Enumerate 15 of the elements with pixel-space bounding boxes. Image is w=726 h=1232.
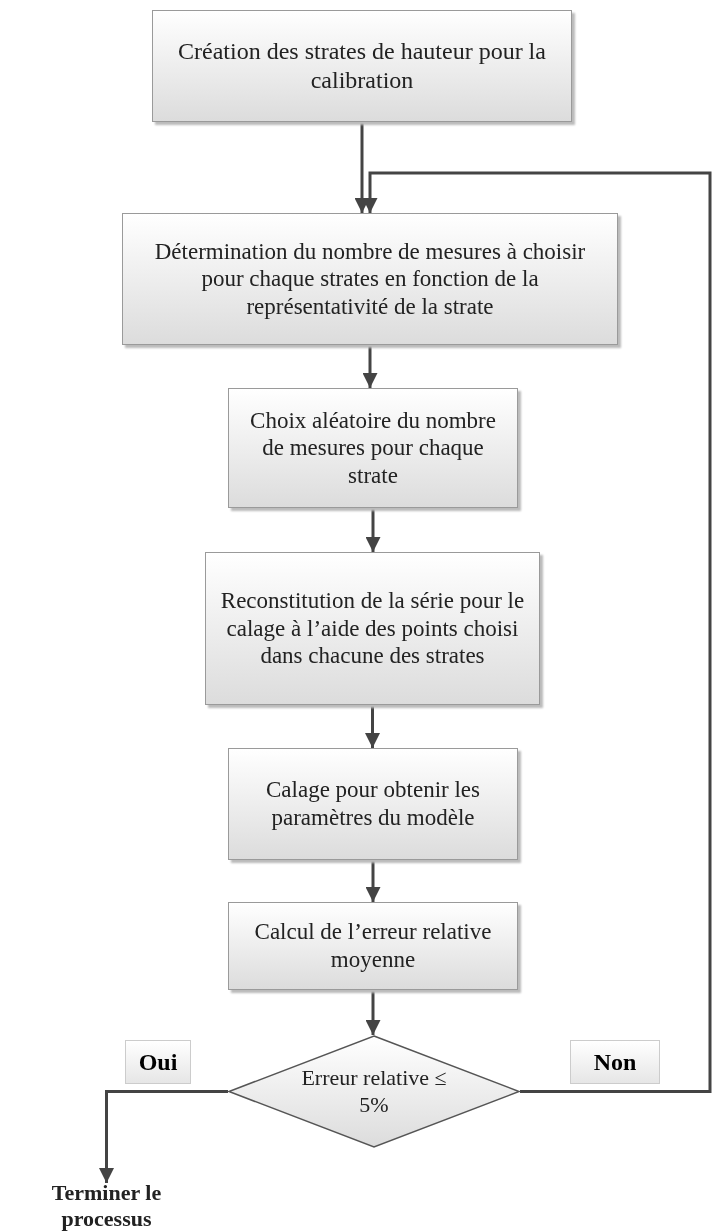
process-box: Choix aléatoire du nombre de mesures pour chaque strate bbox=[228, 388, 518, 508]
arrow bbox=[362, 345, 378, 388]
process-box: Création des strates de hauteur pour la calibration bbox=[152, 10, 572, 122]
decision-diamond: Erreur relative ≤ 5% bbox=[228, 1035, 520, 1148]
edge-label: Oui bbox=[125, 1040, 191, 1084]
arrow bbox=[365, 508, 381, 552]
process-box: Calcul de l’erreur relative moyenne bbox=[228, 902, 518, 990]
edge-label: Non bbox=[570, 1040, 660, 1084]
arrow bbox=[99, 1090, 228, 1183]
arrow bbox=[365, 990, 381, 1035]
process-box: Reconstitution de la série pour le calage à l’aide des points choisi dans chacune des strates bbox=[205, 552, 540, 705]
process-box: Calage pour obtenir les paramètres du modèle bbox=[228, 748, 518, 860]
process-box: Détermination du nombre de mesures à choisir pour chaque strates en fonction de la représentativité de la strate bbox=[122, 213, 618, 345]
arrow bbox=[365, 705, 380, 748]
arrow bbox=[365, 860, 381, 902]
